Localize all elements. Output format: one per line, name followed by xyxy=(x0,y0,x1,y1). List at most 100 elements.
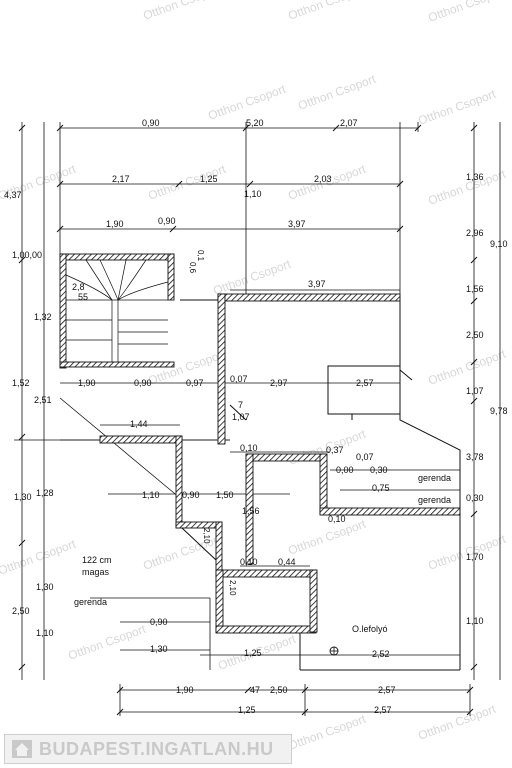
dim-label: 0,30 xyxy=(370,465,388,475)
dim-label: 1,56 xyxy=(242,506,260,516)
dim-label: 1,30 xyxy=(36,582,54,592)
dim-label: 0,6 xyxy=(188,262,197,274)
dim-label: 2,03 xyxy=(314,174,332,184)
dim-label: 0,07 xyxy=(230,374,248,384)
dim-label: 1,10 xyxy=(36,628,54,638)
dim-label: 1,25 xyxy=(238,705,256,715)
dim-label: 1,70 xyxy=(466,552,484,562)
dim-label: 1,30 xyxy=(150,644,168,654)
dim-label: 3,97 xyxy=(288,219,306,229)
dim-label: 2,97 xyxy=(270,378,288,388)
dim-label: 2,57 xyxy=(374,705,392,715)
watermark-text: Otthon Csoport xyxy=(426,347,508,388)
right-dimensions: 1,36 2,96 1,56 2,50 1,07 3,78 0,30 1,70 … xyxy=(466,172,508,626)
watermark-text: Otthon Csoport xyxy=(0,537,78,578)
height-note: magas xyxy=(82,567,110,577)
dim-label: 1,25 xyxy=(244,648,262,658)
dim-label: 1,90 xyxy=(78,378,96,388)
watermark-text: Otthon Csoport xyxy=(286,0,368,23)
dim-label: 2,50 xyxy=(270,685,288,695)
dim-label: 2,57 xyxy=(356,378,374,388)
stair-label: 2,8 xyxy=(72,282,85,292)
interior-dimensions: 1,90 0,90 0,97 0,07 2,97 2,57 1,44 1,07 … xyxy=(78,250,390,659)
brand-text: BUDAPEST.INGATLAN.HU xyxy=(39,738,274,759)
dim-label: 0,90 xyxy=(134,378,152,388)
watermark-text: Otthon Csoport xyxy=(206,82,288,123)
top-dimensions: 0,90 5,20 2,07 2,17 1,25 2,03 1,10 1,90 … xyxy=(106,118,358,289)
watermark-text: Otthon Csoport xyxy=(416,87,498,128)
watermark-text: Otthon Csoport xyxy=(416,702,498,743)
dim-label: 1,36 xyxy=(466,172,484,182)
dim-label: 0,97 xyxy=(186,378,204,388)
dim-label: 1,30 xyxy=(14,492,32,502)
height-note: 122 cm xyxy=(82,555,112,565)
dim-label: 3,97 xyxy=(308,279,326,289)
dim-label: 2,57 xyxy=(378,685,396,695)
watermark-text: Otthon Csoport xyxy=(141,0,223,23)
dim-label: 0,37 xyxy=(326,445,344,455)
dim-label: 1,44 xyxy=(130,419,148,429)
dim-label: 1,00,00 xyxy=(12,250,42,260)
dim-label: 1,10 xyxy=(142,490,160,500)
dim-label: 2,50 xyxy=(12,606,30,616)
dim-label: 3,78 xyxy=(466,452,484,462)
dim-label: 1,25 xyxy=(200,174,218,184)
walls xyxy=(59,253,461,634)
staircase xyxy=(65,259,169,362)
watermark-text: Otthon Csoport xyxy=(66,622,148,663)
left-dimensions: 4,37 1,00,00 1,32 1,52 2,51 1,30 1,28 1,… xyxy=(4,190,54,638)
watermark-text: Otthon Csoport xyxy=(286,712,368,753)
dim-label: 47 xyxy=(250,685,260,695)
bottom-dimensions: 1,90 47 2,50 2,57 1,25 2,57 xyxy=(176,685,396,715)
dim-label: 0,10 xyxy=(240,557,258,567)
dim-label: 0,00 xyxy=(336,465,354,475)
dim-label: 2,50 xyxy=(466,330,484,340)
dim-label: 0,30 xyxy=(466,493,484,503)
dim-label: 1,07 xyxy=(466,386,484,396)
dim-label: 1,56 xyxy=(466,284,484,294)
dim-label: 5,20 xyxy=(246,118,264,128)
brand-logo: BUDAPEST.INGATLAN.HU xyxy=(4,734,292,764)
watermarks: Otthon Csoport Otthon Csoport Otthon Cso… xyxy=(0,0,508,753)
beam-label: gerenda xyxy=(74,597,107,607)
dim-label: 2,10 xyxy=(228,580,237,596)
dim-label: 2,17 xyxy=(112,174,130,184)
dim-label: 0,44 xyxy=(278,557,296,567)
dim-label: 1,32 xyxy=(34,312,52,322)
outline xyxy=(180,299,461,671)
drain-icon xyxy=(329,646,339,656)
dim-label: 0,75 xyxy=(372,483,390,493)
dim-label: 0,90 xyxy=(142,118,160,128)
dim-label: 1,10 xyxy=(244,189,262,199)
dim-label: 1,07 xyxy=(232,412,250,422)
dim-label: 2,51 xyxy=(34,395,52,405)
beam-label: gerenda xyxy=(418,473,451,483)
dim-label: 2,10 xyxy=(202,528,211,544)
beam-label: gerenda xyxy=(418,495,451,505)
dim-label: 1,28 xyxy=(36,488,54,498)
dim-label: 0,10 xyxy=(240,443,258,453)
watermark-text: Otthon Csoport xyxy=(426,0,508,25)
annotations: 2,8 55 122 cm magas gerenda gerenda gere… xyxy=(72,282,451,634)
stair-label: 55 xyxy=(78,292,88,302)
dim-label: 0,90 xyxy=(182,490,200,500)
house-icon xyxy=(12,740,32,758)
watermark-text: Otthon Csoport xyxy=(211,257,293,298)
dim-label: 2,52 xyxy=(372,649,390,659)
dim-label: 1,52 xyxy=(12,378,30,388)
dim-label: 0,07 xyxy=(356,452,374,462)
dim-label: 0,10 xyxy=(328,514,346,524)
dim-label: 9,78 xyxy=(490,406,508,416)
dim-label: 1,50 xyxy=(216,490,234,500)
drain-label: O.lefolyó xyxy=(352,624,388,634)
dim-label: 9,10 xyxy=(490,239,508,249)
dimension-ticks xyxy=(18,124,478,716)
dim-label: 0,1 xyxy=(196,250,205,262)
dim-label: 1,90 xyxy=(176,685,194,695)
watermark-text: Otthon Csoport xyxy=(296,72,378,113)
dim-label: 7 xyxy=(238,400,243,410)
dim-label: 1,10 xyxy=(466,616,484,626)
dim-label: 4,37 xyxy=(4,190,22,200)
dim-label: 0,90 xyxy=(158,216,176,226)
